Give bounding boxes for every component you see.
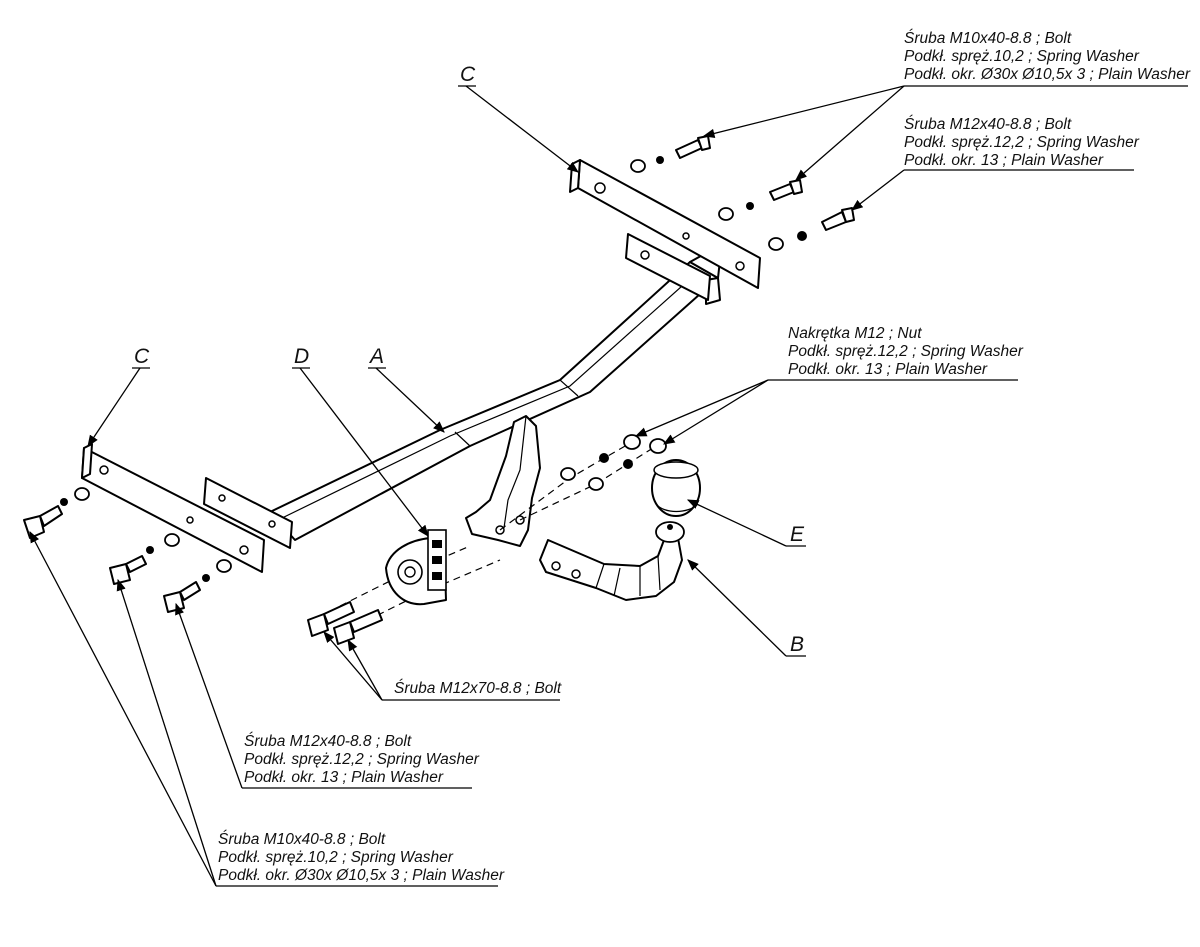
label-part-a: A — [370, 345, 385, 368]
callout-line: Podkł. okr. 13 ; Plain Washer — [244, 769, 444, 786]
label-part-c-left: C — [134, 345, 150, 368]
callout-line: Śruba M12x40-8.8 ; Bolt — [244, 733, 412, 750]
callout-line: Śruba M10x40-8.8 ; Bolt — [218, 831, 386, 848]
bracket-c-top — [569, 159, 761, 301]
callout-line: Podkł. spręż.12,2 ; Spring Washer — [904, 134, 1139, 151]
bracket-c-bottom — [81, 443, 293, 573]
callout-line: Nakrętka M12 ; Nut — [788, 325, 922, 342]
callout-line: Podkł. spręż.10,2 ; Spring Washer — [218, 849, 453, 866]
tow-ball-neck-b — [539, 521, 685, 601]
label-part-c-top: C — [460, 63, 476, 86]
callout-line: Podkł. okr. Ø30x Ø10,5x 3 ; Plain Washer — [904, 66, 1191, 83]
callout-line: Podkł. okr. 13 ; Plain Washer — [904, 152, 1104, 169]
label-part-e: E — [790, 523, 805, 546]
callout-bolt-m12x70: Śruba M12x70-8.8 ; Bolt — [394, 680, 561, 698]
socket-plate-d — [385, 529, 447, 606]
callout-top-bolt-m12: Śruba M12x40-8.8 ; Bolt Podkł. spręż.12,… — [904, 116, 1139, 170]
callout-line: Śruba M10x40-8.8 ; Bolt — [904, 30, 1072, 47]
callout-top-bolt-m10: Śruba M10x40-8.8 ; Bolt Podkł. spręż.10,… — [904, 30, 1190, 84]
callout-line: Podkł. spręż.12,2 ; Spring Washer — [244, 751, 479, 768]
callout-line: Śruba M12x70-8.8 ; Bolt — [394, 680, 562, 697]
callout-bottom-bolt-m10: Śruba M10x40-8.8 ; Bolt Podkł. spręż.10,… — [218, 831, 504, 885]
label-part-b: B — [790, 633, 805, 656]
long-bolts-m12x70 — [307, 601, 383, 645]
callout-nut-m12: Nakrętka M12 ; Nut Podkł. spręż.12,2 ; S… — [788, 325, 1023, 379]
nuts-and-washers-center — [560, 434, 667, 491]
tow-ball-e — [651, 459, 701, 517]
callout-line: Śruba M12x40-8.8 ; Bolt — [904, 116, 1072, 133]
callout-line: Podkł. spręż.12,2 ; Spring Washer — [788, 343, 1023, 360]
callout-line: Podkł. okr. 13 ; Plain Washer — [788, 361, 988, 378]
callout-line: Podkł. spręż.10,2 ; Spring Washer — [904, 48, 1139, 65]
callout-bottom-bolt-m12: Śruba M12x40-8.8 ; Bolt Podkł. spręż.12,… — [244, 733, 479, 787]
leader-lines — [29, 85, 1188, 887]
callout-line: Podkł. okr. Ø30x Ø10,5x 3 ; Plain Washer — [218, 867, 505, 884]
label-part-d: D — [294, 345, 310, 368]
